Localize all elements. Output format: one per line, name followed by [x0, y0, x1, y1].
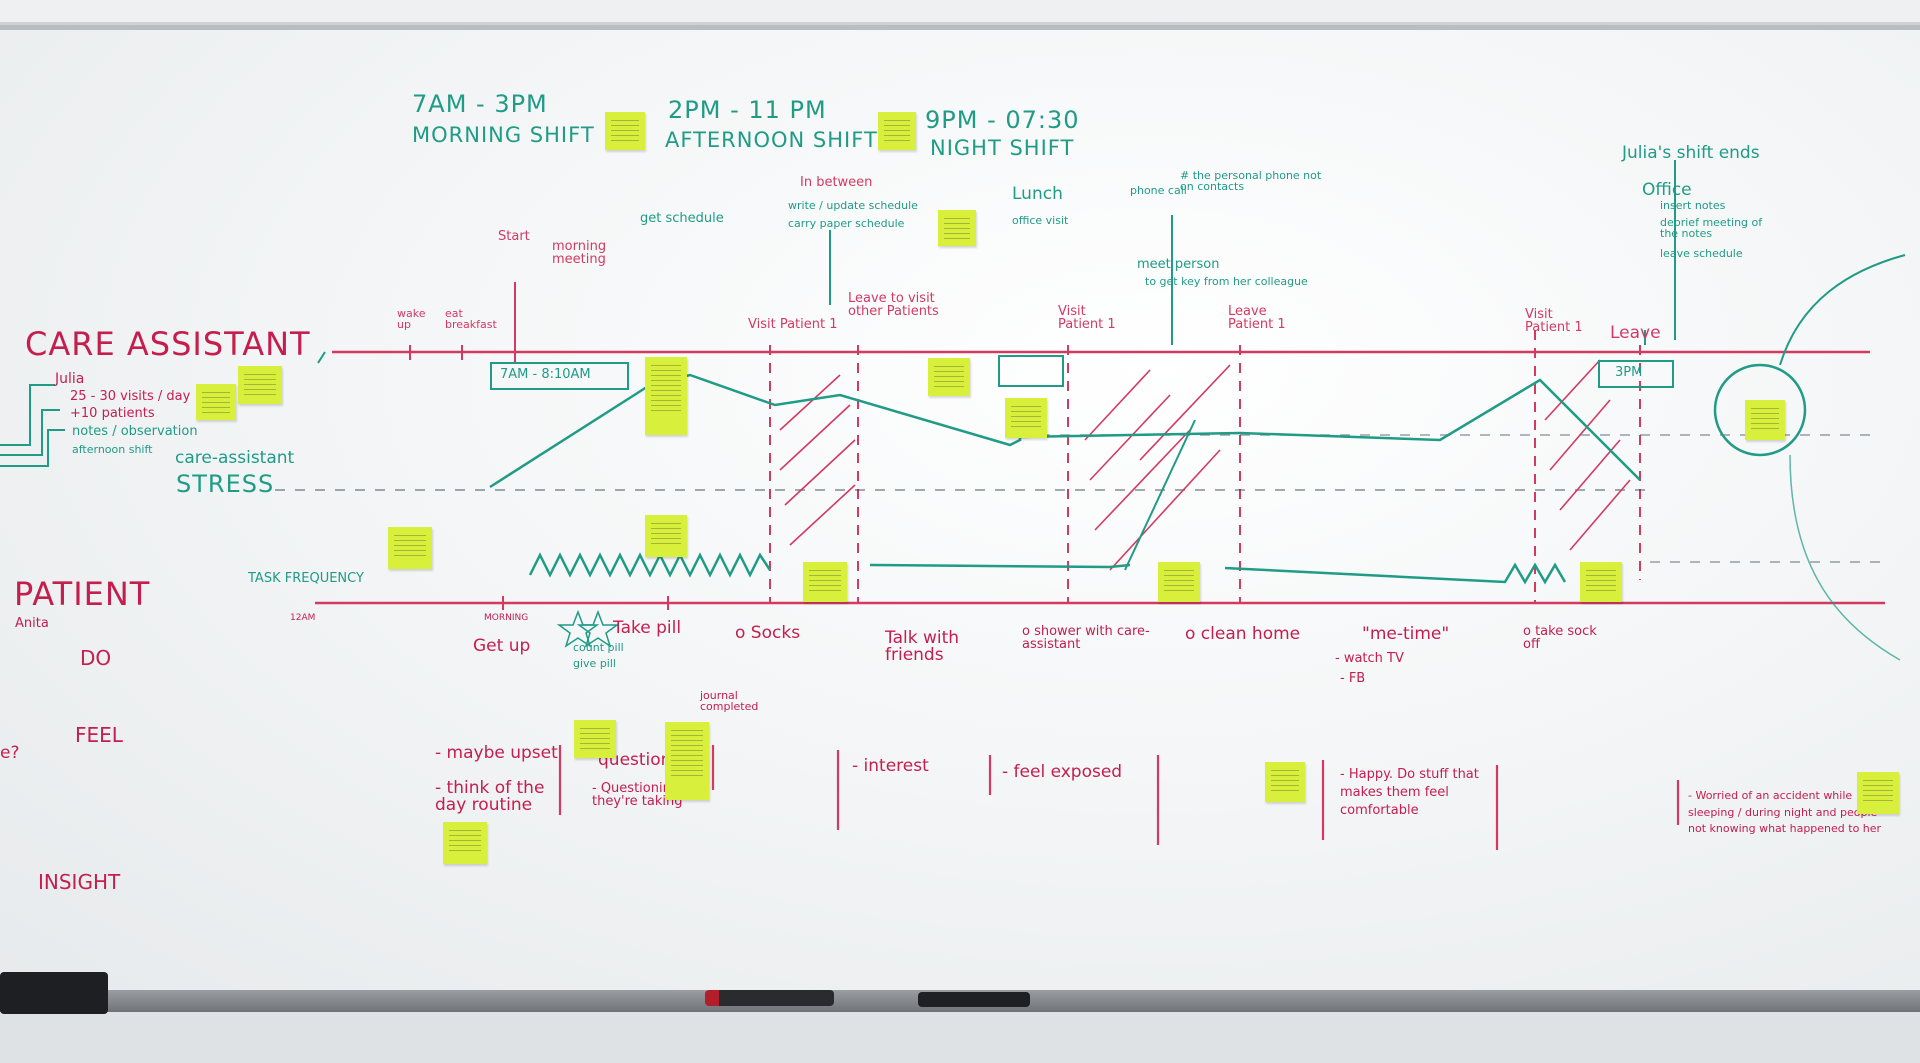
morning-shift-label: MORNING SHIFT	[412, 123, 595, 147]
sticky-note[interactable]	[928, 358, 970, 396]
sticky-note[interactable]	[1158, 562, 1200, 602]
time-end-box	[1598, 360, 1674, 388]
patient-insight-label: INSIGHT	[38, 870, 121, 894]
sticky-note[interactable]	[1580, 562, 1622, 602]
sticky-note[interactable]	[878, 112, 916, 150]
feel-upset: - maybe upset	[435, 743, 558, 763]
patient-name: Anita	[15, 616, 49, 631]
insert-notes-label: insert notes	[1660, 199, 1726, 212]
sticky-note[interactable]	[1265, 762, 1305, 802]
afternoon-shift-time: 2PM - 11 PM	[668, 96, 827, 124]
lunch-label: Lunch	[1012, 184, 1063, 204]
julia-shift-ends-label: Julia's shift ends	[1622, 143, 1760, 163]
sticky-note[interactable]	[443, 822, 487, 864]
care-assistant-shift: afternoon shift	[72, 443, 153, 456]
do-take-pill: Take pill	[613, 618, 682, 638]
morning-meeting-label: morning meeting	[552, 239, 607, 267]
do-count-pill: count pill	[573, 641, 624, 654]
do-me-time: "me-time"	[1362, 624, 1450, 644]
write-schedule-label: write / update schedule	[788, 199, 918, 212]
sticky-note[interactable]	[938, 210, 976, 246]
leave-schedule-label: leave schedule	[1660, 247, 1743, 260]
patient-do-label: DO	[80, 646, 112, 670]
eraser[interactable]	[0, 972, 108, 1014]
night-shift-time: 9PM - 07:30	[925, 106, 1080, 134]
wall-lower	[0, 1012, 1920, 1063]
sticky-note[interactable]	[388, 527, 432, 569]
office-label: Office	[1642, 180, 1692, 200]
do-get-up: Get up	[473, 636, 531, 656]
sticky-note[interactable]	[645, 357, 687, 435]
sticky-note[interactable]	[605, 112, 645, 150]
feel-question: question	[598, 750, 672, 770]
feel-exposed: - feel exposed	[1002, 762, 1123, 782]
afternoon-shift-label: AFTERNOON SHIFT	[665, 128, 878, 152]
sticky-note[interactable]	[1005, 398, 1047, 438]
red-marker[interactable]	[705, 990, 834, 1006]
do-socks: o Socks	[735, 623, 801, 643]
visit-patient1-c-label: Visit Patient 1	[1525, 307, 1583, 335]
phone-call-label: phone call	[1130, 184, 1187, 197]
leave-to-visit-label: Leave to visit other Patients	[848, 291, 939, 319]
eat-breakfast-label: eat breakfast	[445, 307, 497, 331]
sticky-note[interactable]	[1857, 772, 1899, 814]
get-key-label: to get key from her colleague	[1145, 275, 1308, 288]
whiteboard	[0, 30, 1920, 990]
feel-happy: - Happy. Do stuff that makes them feel c…	[1340, 767, 1479, 819]
feel-interest: - interest	[852, 756, 929, 776]
stress-sublabel: care-assistant	[175, 448, 295, 468]
carry-schedule-label: carry paper schedule	[788, 217, 905, 230]
in-between-label: In between	[800, 175, 873, 190]
patient-feel-label: FEEL	[75, 723, 123, 747]
feel-worried: - Worried of an accident while sleeping …	[1688, 789, 1882, 835]
do-watch-tv: - watch TV	[1335, 651, 1404, 666]
task-frequency-label: TASK FREQUENCY	[248, 571, 364, 586]
sticky-note[interactable]	[1745, 400, 1785, 440]
wake-up-label: wake up	[397, 307, 426, 331]
get-schedule-label: get schedule	[640, 211, 724, 226]
leave-label: Leave	[1610, 323, 1661, 343]
night-shift-label: NIGHT SHIFT	[930, 136, 1075, 160]
patient-title: PATIENT	[14, 575, 151, 613]
do-clean: o clean home	[1185, 624, 1301, 644]
do-take-sock: o take sock off	[1523, 624, 1597, 652]
care-assistant-visits: 25 - 30 visits / day	[70, 389, 191, 404]
personal-phone-label: # the personal phone not on contacts	[1180, 169, 1322, 193]
question-mark: e?	[0, 743, 20, 763]
office-visit-label: office visit	[1012, 214, 1069, 227]
care-assistant-title: CARE ASSISTANT	[25, 325, 311, 363]
care-assistant-name: Julia	[55, 371, 85, 387]
sticky-note[interactable]	[574, 720, 616, 758]
sticky-note[interactable]	[645, 515, 687, 557]
time-end-label: 3PM	[1615, 365, 1643, 380]
empty-box	[998, 355, 1064, 387]
visit-patient1-label: Visit Patient 1	[748, 317, 838, 332]
sticky-note[interactable]	[665, 722, 709, 800]
sticky-note[interactable]	[803, 562, 847, 602]
black-marker[interactable]	[918, 992, 1030, 1007]
do-journal: journal completed	[700, 689, 759, 713]
sticky-note[interactable]	[238, 366, 282, 404]
sticky-note[interactable]	[196, 384, 236, 420]
care-assistant-patients: +10 patients	[70, 406, 155, 421]
morning-shift-time: 7AM - 3PM	[412, 90, 548, 118]
start-label: Start	[498, 229, 530, 244]
debrief-label: debrief meeting of the notes	[1660, 216, 1763, 240]
feel-think: - think of the day routine	[435, 778, 545, 815]
stress-label: STRESS	[176, 470, 275, 498]
time-12am: 12AM	[290, 613, 316, 623]
do-shower: o shower with care-assistant	[1022, 624, 1150, 652]
time-morning: MORNING	[484, 613, 529, 623]
visit-patient1-b-label: Visit Patient 1	[1058, 304, 1116, 332]
do-talk: Talk with friends	[885, 628, 960, 665]
do-fb: - FB	[1340, 671, 1366, 686]
leave-patient1-label: Leave Patient 1	[1228, 304, 1286, 332]
meet-person-label: meet person	[1137, 257, 1220, 272]
time-start-label: 7AM - 8:10AM	[500, 367, 591, 382]
care-assistant-notes: notes / observation	[72, 424, 198, 439]
do-give-pill: give pill	[573, 657, 616, 670]
time-start-box	[490, 362, 629, 390]
